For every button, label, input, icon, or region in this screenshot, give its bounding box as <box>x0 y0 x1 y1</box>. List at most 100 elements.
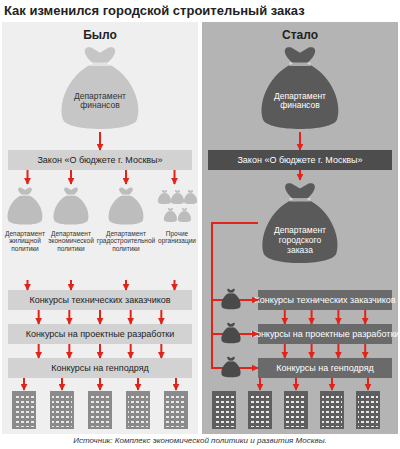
money-bag-shape <box>47 184 95 228</box>
money-bag-node: Департамент финансов <box>50 44 150 132</box>
flow-arrow <box>99 310 101 324</box>
money-bag-node: Департамент градостроительной политики <box>95 184 157 280</box>
band-label: Конкурсы на проектные разработки <box>248 329 400 339</box>
money-bag <box>221 357 240 377</box>
money-bag <box>158 190 171 204</box>
building-windows <box>322 393 342 427</box>
flow-arrow <box>299 132 301 150</box>
band-label: Конкурсы на проектные разработки <box>23 329 178 339</box>
flow-arrow <box>284 344 286 358</box>
band-label: Закон «О бюджете г. Москвы» <box>34 155 165 165</box>
building <box>88 391 112 429</box>
bag-label: Департамент экономической политики <box>47 230 95 252</box>
flow-arrow <box>130 310 132 324</box>
arrow-line <box>99 378 101 390</box>
money-bag <box>8 187 43 224</box>
process-band: Конкурсы на генподряд <box>258 358 392 378</box>
arrow-line <box>61 378 63 390</box>
band-label: Конкурсы технических заказчиков <box>26 295 173 305</box>
money-bag <box>262 47 339 129</box>
building <box>248 391 272 429</box>
process-band: Конкурсы на проектные разработки <box>8 324 192 344</box>
arrow-line <box>175 378 177 390</box>
flow-arrow <box>70 280 72 290</box>
money-bag <box>171 190 184 204</box>
building <box>320 391 344 429</box>
money-bag-shape <box>95 184 157 228</box>
flow-arrow <box>212 223 258 300</box>
money-bag <box>62 47 139 129</box>
money-bag <box>221 323 240 343</box>
money-bag-shape <box>50 44 150 132</box>
flow-arrow <box>311 344 313 358</box>
money-bag-node: Прочие организации <box>157 184 197 280</box>
building <box>164 391 188 429</box>
panel-box: БылоДепартамент финансовЗакон «О бюджете… <box>2 22 198 434</box>
bag-label: Департамент жилищной политики <box>3 230 47 252</box>
bag-label: Прочие организации <box>157 230 197 245</box>
money-bag <box>164 208 177 222</box>
building-arrows-left <box>24 378 176 390</box>
flow-arrow <box>160 310 162 324</box>
flow-arrow <box>212 223 258 334</box>
flow-arrow <box>70 170 72 184</box>
bag-label: Департамент финансов <box>64 92 136 112</box>
buildings-right <box>212 391 380 429</box>
arrow-line <box>23 378 25 390</box>
flow-arrow <box>364 344 366 358</box>
panel-heading: Стало <box>202 28 398 42</box>
flow-arrow <box>284 310 286 324</box>
band-label: Конкурсы на генподряд <box>273 363 377 373</box>
flow-arrow <box>364 310 366 324</box>
building-windows <box>52 393 72 427</box>
bag-label: Департамент градостроительной политики <box>95 230 157 252</box>
bag-label: Департамент финансов <box>264 92 336 112</box>
flow-arrow <box>311 310 313 324</box>
flow-arrow <box>27 280 29 290</box>
flow-arrow <box>130 344 132 358</box>
flow-arrow <box>38 344 40 358</box>
money-bag-shape <box>250 44 350 132</box>
process-band: Конкурсы технических заказчиков <box>8 290 192 310</box>
money-bag <box>54 187 89 224</box>
flow-arrow <box>125 280 127 290</box>
money-bag-node: Департамент финансов <box>250 44 350 132</box>
band-label: Конкурсы на генподряд <box>48 363 152 373</box>
building <box>50 391 74 429</box>
flow-arrow <box>27 170 29 184</box>
arrow-line <box>137 378 139 390</box>
money-bag <box>109 187 144 224</box>
flow-arrow <box>212 223 258 368</box>
source-caption: Источник: Комплекс экономической политик… <box>0 436 400 445</box>
band-label: Закон «О бюджете г. Москвы» <box>234 155 365 165</box>
building-windows <box>166 393 186 427</box>
building-windows <box>128 393 148 427</box>
diagram-title: Как изменился городской строительный зак… <box>4 3 396 18</box>
building-windows <box>90 393 110 427</box>
building-windows <box>214 393 234 427</box>
flow-arrow <box>99 132 101 150</box>
money-bag <box>262 183 337 263</box>
money-bag-node: Департамент жилищной политики <box>3 184 47 280</box>
money-bag-node: Департамент экономической политики <box>47 184 95 280</box>
arrow-line <box>331 378 333 390</box>
building-windows <box>286 393 306 427</box>
process-band: Конкурсы на генподряд <box>8 358 192 378</box>
bus-bags <box>221 289 240 377</box>
building-windows <box>358 393 378 427</box>
flow-arrow <box>299 170 301 180</box>
band-label: Конкурсы технических заказчиков <box>251 295 398 305</box>
flow-arrow <box>337 344 339 358</box>
bag-label: Департамент городского заказа <box>265 226 334 255</box>
buildings-left <box>12 391 188 429</box>
process-band: Закон «О бюджете г. Москвы» <box>208 150 392 170</box>
process-band: Закон «О бюджете г. Москвы» <box>8 150 192 170</box>
arrow-line <box>259 378 261 390</box>
money-bag <box>221 289 240 309</box>
arrow-line <box>367 378 369 390</box>
building-windows <box>14 393 34 427</box>
money-bags-shape <box>157 184 197 228</box>
building <box>356 391 380 429</box>
